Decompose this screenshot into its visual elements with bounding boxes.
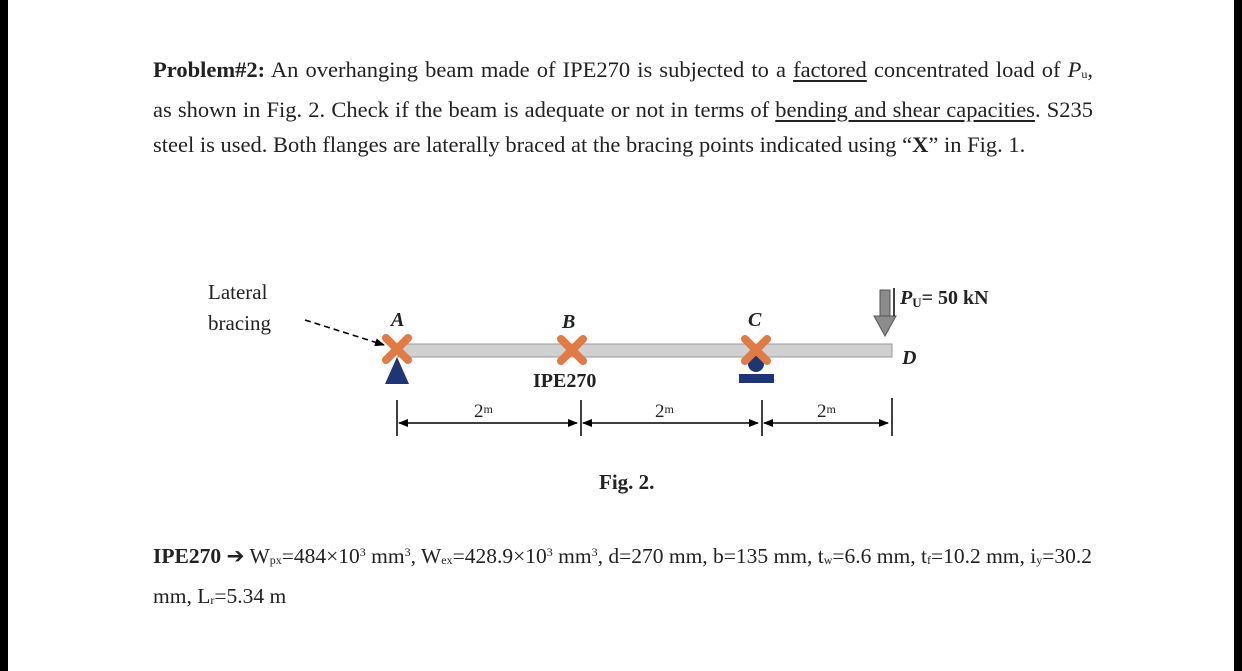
beam-figure: Lateral bracing A B C D IPE270 [208,280,989,494]
wex-value: Wex=428.9×103 mm3 [421,544,598,568]
load-arrow [873,289,897,338]
underlined-bending-shear: bending and shear capacities [775,97,1035,122]
bracing-x-mark-c [741,335,771,365]
bracing-pointer-arrow [304,319,385,347]
roller-support-c [748,356,764,372]
load-label: PU= 50 kN [899,287,989,310]
problem-number: Problem#2: [153,57,266,82]
point-b-label: B [561,311,575,333]
problem-statement: Problem#2: An overhanging beam made of I… [153,52,1093,162]
point-c-label: C [748,309,762,331]
section-properties: IPE270 ➔ Wpx=484×103 mm3, Wex=428.9×103 … [153,544,1092,608]
section-label: IPE270 [533,370,596,392]
point-a-label: A [389,309,404,331]
underlined-factored: factored [793,57,867,82]
lateral-bracing-label: Lateral [208,280,268,304]
point-d-label: D [901,347,916,369]
roller-base-c [739,374,774,383]
arrow-icon: ➔ [226,544,245,568]
load-subscript: u [1081,67,1088,81]
dimension-bc: 2m [655,401,675,422]
lateral-bracing-label: bracing [208,311,271,335]
problem-text: ” in Fig. 1. [928,132,1026,157]
figure-caption: Fig. 2. [599,470,654,494]
dimensions-value: , d=270 mm, b=135 mm, tw=6.6 mm, tf=10.2… [153,544,1092,608]
problem-text: An overhanging beam made of IPE270 is su… [265,57,794,82]
problem-text: , as shown in Fig. 2. Check if the beam … [153,57,1093,122]
load-symbol: P [1067,57,1082,82]
wpx-value: Wpx=484×103 mm3 [249,544,411,568]
problem-text: concentrated load of [866,57,1068,82]
bracing-x-mark-b [557,335,587,365]
dimension-ab: 2m [474,401,494,422]
document-page: Problem#2: An overhanging beam made of I… [8,0,1234,671]
bracing-x-mark-a [382,334,412,364]
beam [397,343,893,358]
problem-text: . S235 steel is used. Both flanges are l… [153,97,1093,157]
bracing-x-symbol: X [912,132,929,157]
pin-support-a [385,357,409,384]
section-name: IPE270 [153,544,222,568]
dimension-cd: 2m [817,401,837,422]
